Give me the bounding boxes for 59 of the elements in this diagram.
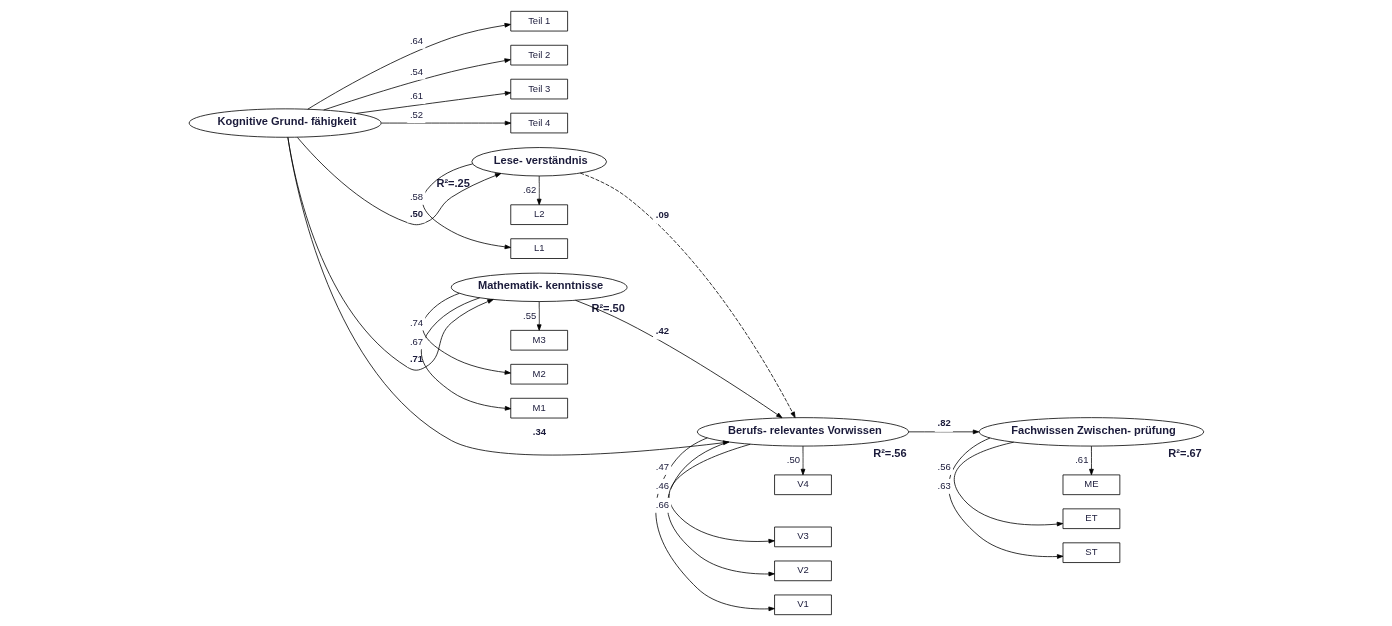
arrow xyxy=(953,441,1063,527)
node-box: ME xyxy=(1062,474,1120,496)
node-box: ST xyxy=(1062,542,1120,563)
node-box: Teil 4 xyxy=(509,112,568,134)
edge-label: .67 xyxy=(409,335,423,347)
arrow xyxy=(668,443,775,544)
edge-label: .74 xyxy=(409,316,423,328)
node-box: Teil 1 xyxy=(509,10,568,32)
edge-label: .56 xyxy=(937,461,951,473)
edge-label: .47 xyxy=(655,461,669,473)
edge-label: .52 xyxy=(409,109,423,121)
node-box: V1 xyxy=(773,594,832,616)
edge-label: .61 xyxy=(1074,454,1088,466)
edge-label: .50 xyxy=(409,208,423,220)
edge-label: .63 xyxy=(937,480,951,492)
node-box: V4 xyxy=(773,474,832,496)
node-ellipse: Fachwissen Zwischen- prüfung xyxy=(978,417,1204,447)
edge-label: .66 xyxy=(655,499,669,511)
node-label: R²=.56 xyxy=(872,446,907,459)
node-box: ET xyxy=(1062,508,1120,529)
edge-label: .82 xyxy=(937,417,951,429)
arrow xyxy=(907,429,979,435)
node-label: R²=.67 xyxy=(1167,446,1202,459)
node-box: V2 xyxy=(773,560,832,582)
edge-label: .71 xyxy=(409,352,423,364)
node-box: L2 xyxy=(509,204,568,225)
node-box: M3 xyxy=(509,329,568,351)
edge-label: .54 xyxy=(409,65,423,77)
arrow xyxy=(947,437,1063,559)
node-ellipse: Kognitive Grund- fähigkeit xyxy=(188,108,382,138)
arrow xyxy=(380,120,511,126)
arrow xyxy=(421,292,511,375)
node-box: L1 xyxy=(509,238,568,259)
edge-label: .61 xyxy=(409,90,423,102)
node-box: Teil 2 xyxy=(509,44,568,66)
arrow xyxy=(421,163,511,250)
edge-label: .62 xyxy=(522,184,536,196)
node-label: R²=.25 xyxy=(435,176,470,189)
edge-label: .58 xyxy=(409,191,423,203)
edge-label: .42 xyxy=(655,325,669,337)
node-box: M2 xyxy=(509,363,568,385)
arrow xyxy=(322,58,511,111)
edge-label: .34 xyxy=(532,426,546,438)
arrow xyxy=(420,297,511,411)
arrow xyxy=(1088,445,1094,476)
arrow xyxy=(536,301,542,331)
edge-label: .09 xyxy=(655,208,669,220)
edge-label: .55 xyxy=(522,309,536,321)
arrow xyxy=(306,22,511,110)
arrow xyxy=(800,445,805,476)
node-box: V3 xyxy=(773,526,832,548)
arrow xyxy=(579,172,796,418)
arrow xyxy=(536,175,542,206)
node-box: M1 xyxy=(509,397,568,419)
node-label: R²=.50 xyxy=(590,302,625,315)
edge-label: .50 xyxy=(786,454,800,466)
edge-label: .46 xyxy=(655,480,669,492)
node-box: Teil 3 xyxy=(509,78,568,100)
edge-label: .64 xyxy=(409,35,423,47)
